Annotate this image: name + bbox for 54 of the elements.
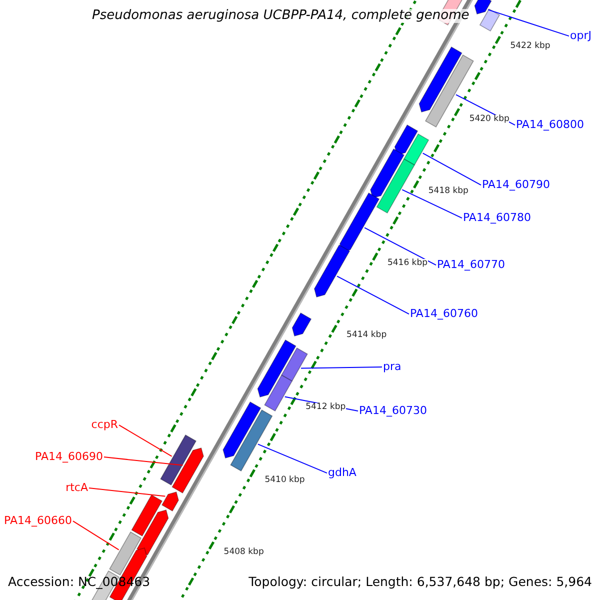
scale-label: 5408 kbp	[224, 548, 264, 558]
gene-label: PA14_60730	[359, 405, 427, 418]
gene-label: gdhA	[328, 467, 356, 480]
gene-label: PA14_60760	[410, 308, 478, 320]
gene-label: PA14_60690	[35, 451, 103, 464]
gene-block	[257, 339, 296, 398]
gene-label: rtcA	[66, 482, 88, 494]
gene-label: PA14_60800	[516, 119, 584, 132]
gene-label: ccpR	[91, 419, 118, 432]
gene-label: PA14_60660	[4, 515, 72, 528]
scale-label: 5410 kbp	[264, 476, 305, 485]
gene-bar	[109, 531, 142, 576]
genome-summary-note: Topology: circular; Length: 6,537,648 bp; Genes: 5,964	[248, 575, 592, 589]
gene-bar	[376, 158, 416, 214]
gene-block	[474, 0, 492, 14]
scale-label: 5418 kbp	[428, 186, 468, 196]
gene-bar	[264, 374, 293, 412]
leader-line	[88, 488, 166, 497]
leader-line	[336, 276, 410, 315]
scale-label: 5414 kbp	[346, 331, 387, 341]
gene-block	[222, 401, 262, 458]
gene-block	[370, 148, 405, 198]
gene-block	[418, 46, 462, 112]
leader-line	[104, 456, 184, 466]
gene-block	[394, 124, 418, 156]
leader-line	[402, 189, 462, 219]
gene-label: oprJ	[570, 30, 592, 42]
gene-block	[172, 448, 204, 494]
leader-line	[257, 444, 328, 474]
leader-line	[422, 152, 482, 186]
gene-bar	[230, 409, 273, 472]
gene-bar	[479, 8, 500, 32]
scale-label: 5420 kbp	[469, 114, 510, 124]
leader-line	[488, 9, 570, 37]
gene-block	[339, 192, 380, 252]
leader-line	[118, 424, 172, 457]
diagram-title: Pseudomonas aeruginosa UCBPP-PA14, complete genome	[92, 9, 470, 24]
gene-label: PA14_60780	[463, 212, 531, 224]
gene-block	[136, 510, 169, 556]
gene-block	[314, 244, 350, 298]
scale-label: 5416 kbp	[387, 259, 428, 268]
scale-label: 5422 kbp	[510, 42, 550, 52]
leader-line	[300, 366, 382, 369]
gene-bar	[160, 434, 197, 486]
leader-line	[364, 227, 436, 266]
gene-block	[292, 312, 312, 336]
gene-label: PA14_60770	[437, 259, 505, 272]
scale-label: 5412 kbp	[306, 403, 346, 413]
gene-bar	[403, 133, 430, 166]
gene-label: pra	[383, 361, 402, 374]
gene-bar	[281, 347, 308, 382]
leader-line	[72, 520, 120, 550]
gene-block	[161, 492, 179, 512]
gene-label: PA14_60790	[482, 179, 550, 192]
